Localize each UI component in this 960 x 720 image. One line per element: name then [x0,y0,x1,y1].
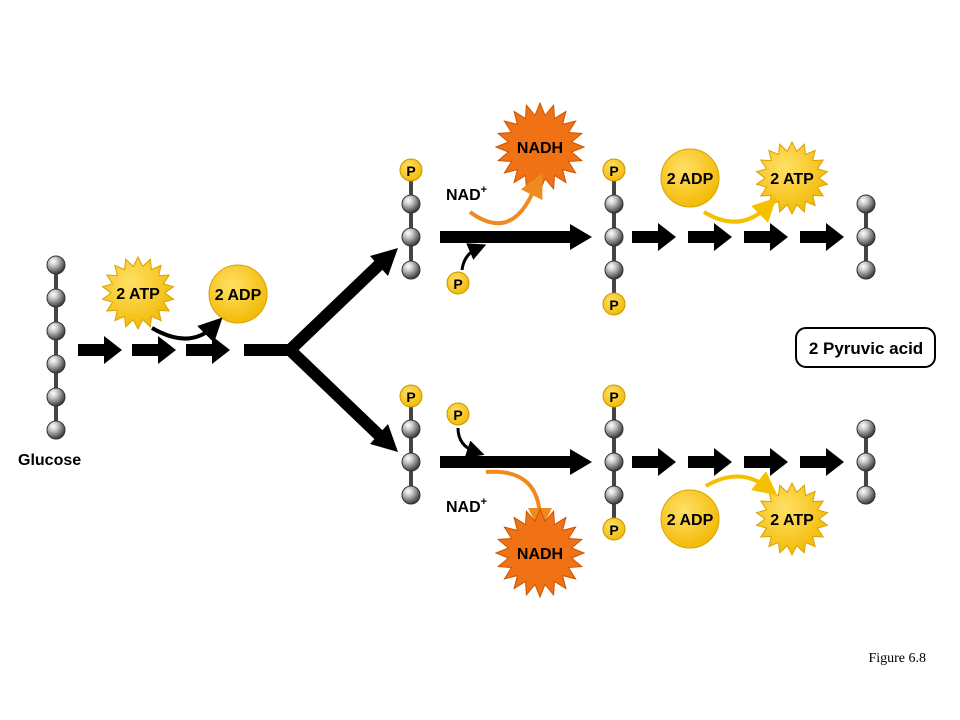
nad-label: NAD+ [446,496,487,516]
top-pyruvate-molecule [856,194,876,280]
arrow-icon [132,336,176,364]
phosphate-join-arrow-icon [456,427,485,458]
phosphate-join-arrow-icon [460,243,487,271]
arrow-icon [632,223,676,251]
adp-label: 2 ADP [667,171,714,188]
carbon-bead-icon [401,452,421,472]
carbon-bead-icon [401,194,421,214]
arrow-icon [688,223,732,251]
carbon-bead-icon [46,354,66,374]
nadh-starburst-icon: NADH [494,101,586,193]
bottom-main-arrow-icon [440,449,592,475]
phosphate-icon [446,402,470,426]
carbon-bead-icon [46,288,66,308]
carbon-bead-icon [46,255,66,275]
arrow-icon [632,448,676,476]
adp-circle-icon: 2 ADP [208,264,268,324]
arrow-icon [186,336,230,364]
phosphate-icon [399,384,423,408]
bottom-pyruvate-molecule [856,419,876,505]
atp-label: 2 ATP [770,171,814,188]
carbon-bead-icon [604,419,624,439]
split-arrow-icon [244,248,398,452]
atp-starburst-icon: 2 ATP [755,140,829,216]
top-bisphosphate-molecule: P P [602,158,626,316]
carbon-bead-icon [401,419,421,439]
top-phosphorylated-3c-molecule: P [399,158,423,280]
carbon-bead-icon [856,194,876,214]
nadh-label: NADH [517,140,563,157]
carbon-bead-icon [856,419,876,439]
phosphate-icon [446,271,470,295]
nadh-label: NADH [517,546,563,563]
atp-starburst-icon: 2 ATP [101,255,175,331]
carbon-bead-icon [604,194,624,214]
carbon-bead-icon [856,260,876,280]
adp-label: 2 ADP [667,512,714,529]
carbon-bead-icon [401,227,421,247]
glucose-molecule [46,255,66,440]
phosphate-icon [602,158,626,182]
nad-label: NAD+ [446,184,487,204]
nad-to-nadh-arrow-icon [485,469,552,532]
arrow-icon [744,223,788,251]
atp-to-adp-arrow-icon [150,317,223,343]
phosphate-icon [602,384,626,408]
figure-caption: Figure 6.8 [868,651,926,666]
phosphate-label: P [406,389,415,405]
arrow-icon [78,336,122,364]
adp-to-atp-arrow-icon [704,471,778,496]
adp-label: 2 ADP [215,287,262,304]
arrow-icon [688,448,732,476]
carbon-bead-icon [46,420,66,440]
phosphate-icon [399,158,423,182]
bottom-bisphosphate-molecule: P P [602,384,626,541]
phosphate-label: P [609,389,618,405]
carbon-bead-icon [856,485,876,505]
pyruvic-acid-label: 2 Pyruvic acid [809,339,923,358]
carbon-bead-icon [401,485,421,505]
atp-label: 2 ATP [770,512,814,529]
nadh-starburst-icon: NADH [494,507,586,599]
arrow-icon [800,223,844,251]
phosphate-label: P [406,163,415,179]
phosphate-icon [602,292,626,316]
carbon-bead-icon [401,260,421,280]
atp-starburst-icon: 2 ATP [755,481,829,557]
atp-label: 2 ATP [116,286,160,303]
phosphate-label: P [609,522,618,538]
phosphate-label: P [609,297,618,313]
carbon-bead-icon [856,452,876,472]
bottom-phosphorylated-3c-molecule: P [399,384,423,505]
carbon-bead-icon [604,452,624,472]
step-arrows-top [632,223,844,251]
adp-circle-icon: 2 ADP [660,489,720,549]
phosphate-label: P [453,276,462,292]
phosphate-label: P [453,407,462,423]
pyruvic-acid-box: 2 Pyruvic acid [795,327,936,368]
carbon-bead-icon [856,227,876,247]
arrow-icon [800,448,844,476]
adp-to-atp-arrow-icon [702,197,777,224]
step-arrows-left [78,336,230,364]
carbon-bead-icon [604,485,624,505]
nad-to-nadh-arrow-icon [468,173,543,226]
carbon-bead-icon [46,387,66,407]
carbon-bead-icon [46,321,66,341]
adp-circle-icon: 2 ADP [660,148,720,208]
phosphate-label: P [609,163,618,179]
arrow-icon [744,448,788,476]
top-main-arrow-icon [440,224,592,250]
carbon-bead-icon [604,227,624,247]
phosphate-icon [602,517,626,541]
glucose-label: Glucose [18,452,81,469]
step-arrows-bottom [632,448,844,476]
carbon-bead-icon [604,260,624,280]
